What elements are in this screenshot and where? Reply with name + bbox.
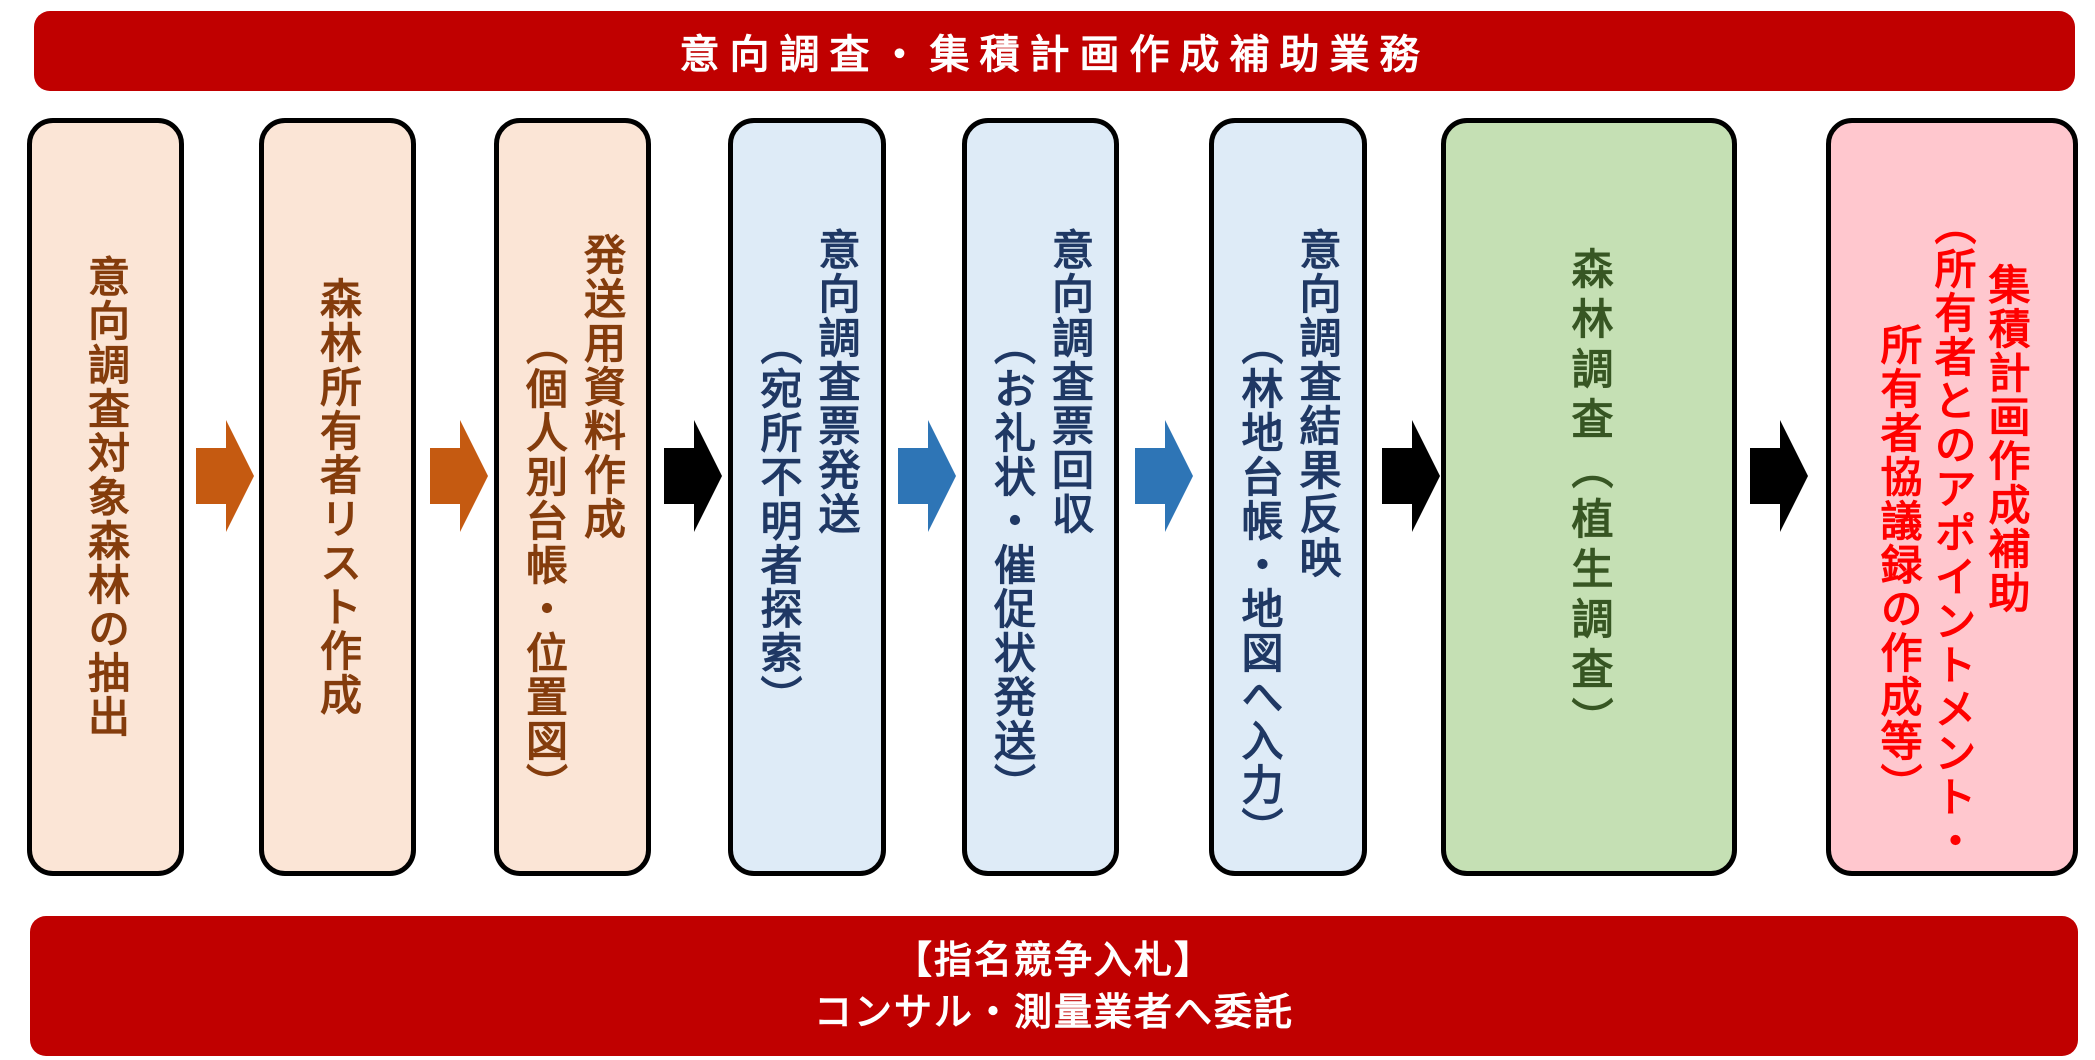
step-subtext: （個人別台帳・位置図） <box>519 323 569 807</box>
step-text: 意向調査票回収 <box>1045 228 1095 536</box>
arrow-right-icon <box>196 420 254 532</box>
arrow-right-icon <box>1382 420 1440 532</box>
step-subtext: （お礼状・催促状発送） <box>987 323 1037 807</box>
arrow-right-icon <box>898 420 956 532</box>
step-collect-survey: 意向調査票回収 （お礼状・催促状発送） <box>962 118 1119 876</box>
step-text: 意向調査結果反映 <box>1293 228 1342 580</box>
step-text: 発送用資料作成 <box>577 233 627 541</box>
contract-description: コンサル・測量業者へ委託 <box>813 990 1294 1034</box>
contract-method: 【指名競争入札】 <box>893 938 1214 982</box>
step-extract-target-forest: 意向調査対象森林の抽出 <box>27 118 184 876</box>
step-text: 意向調査票発送 <box>812 228 861 536</box>
step-subtext: 所有者協議録の作成等） <box>1874 323 1923 807</box>
step-prepare-materials: 発送用資料作成 （個人別台帳・位置図） <box>494 118 651 876</box>
title: 意向調査・集積計画作成補助業務 <box>679 32 1430 78</box>
title-banner: 意向調査・集積計画作成補助業務 <box>34 11 2075 91</box>
step-subtext: （所有者とのアポイントメント・ <box>1928 203 1977 863</box>
arrow-right-icon <box>664 420 722 532</box>
step-text: 意向調査対象森林の抽出 <box>81 255 131 739</box>
step-subtext: （宛所不明者探索） <box>754 323 803 719</box>
step-consolidation-plan: 集積計画作成補助 （所有者とのアポイントメント・ 所有者協議録の作成等） <box>1826 118 2078 876</box>
arrow-right-icon <box>1135 420 1193 532</box>
step-text: 集積計画作成補助 <box>1982 263 2031 615</box>
contract-banner: 【指名競争入札】 コンサル・測量業者へ委託 <box>30 916 2078 1056</box>
step-send-survey: 意向調査票発送 （宛所不明者探索） <box>728 118 886 876</box>
arrow-right-icon <box>430 420 488 532</box>
step-subtext: （林地台帳・地図へ入力） <box>1235 323 1284 851</box>
step-reflect-results: 意向調査結果反映 （林地台帳・地図へ入力） <box>1209 118 1367 876</box>
step-owner-list: 森林所有者リスト作成 <box>259 118 416 876</box>
step-forest-survey: 森林調査（植生調査） <box>1441 118 1737 876</box>
arrow-right-icon <box>1750 420 1808 532</box>
step-text: 森林調査（植生調査） <box>1565 247 1614 747</box>
step-text: 森林所有者リスト作成 <box>313 277 363 717</box>
